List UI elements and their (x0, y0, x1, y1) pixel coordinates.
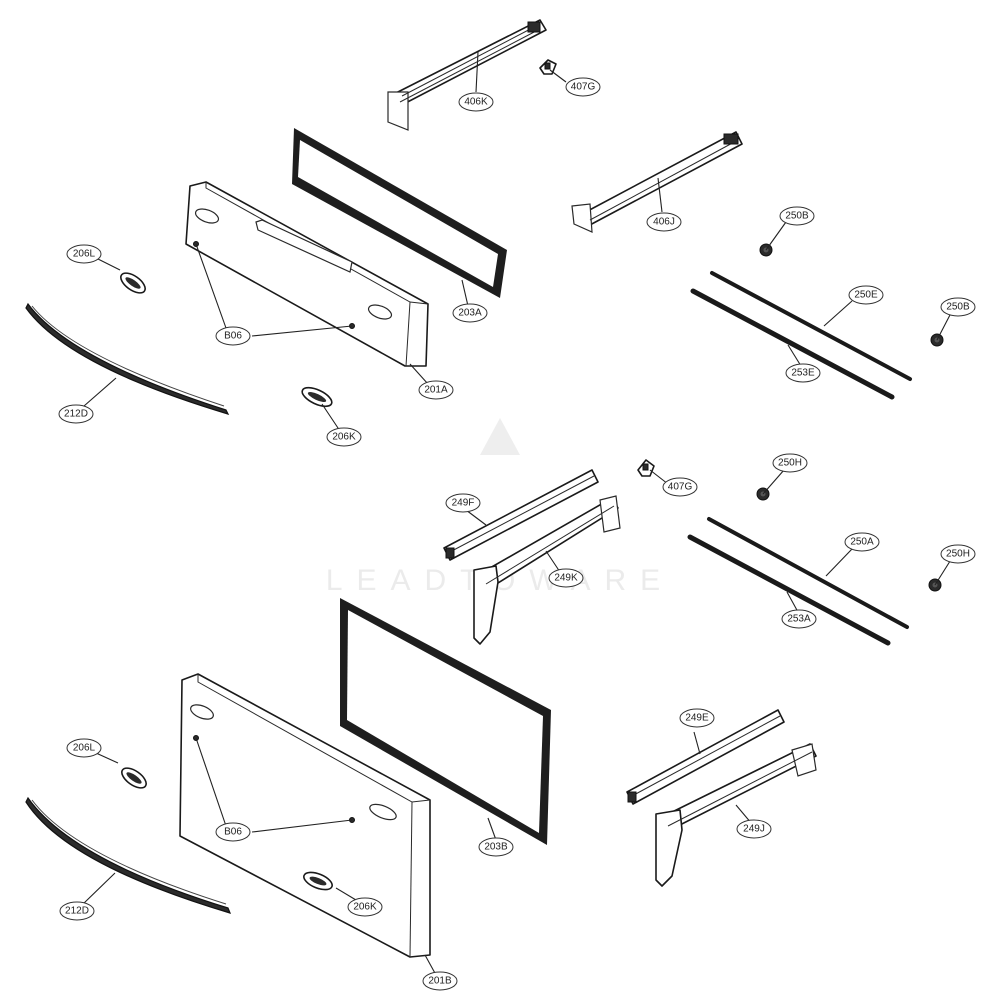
callout-B06-top: B06 (215, 326, 251, 346)
callout-406K: 406K (458, 92, 494, 112)
svg-text:206K: 206K (353, 902, 377, 913)
part-253E-rail (690, 288, 895, 400)
callout-203A: 203A (452, 303, 488, 323)
callout-206L-bottom: 206L (66, 738, 102, 758)
callout-249E: 249E (679, 708, 715, 728)
part-212D-handle-bottom (25, 796, 232, 914)
svg-text:212D: 212D (64, 409, 88, 420)
part-406K-rail (387, 19, 547, 131)
svg-text:253E: 253E (791, 368, 815, 379)
part-249K-bracket (473, 495, 621, 645)
svg-text:249J: 249J (743, 824, 765, 835)
svg-text:250A: 250A (850, 537, 874, 548)
svg-text:203B: 203B (484, 842, 508, 853)
svg-text:250E: 250E (854, 290, 878, 301)
svg-text:249K: 249K (554, 573, 578, 584)
svg-text:250H: 250H (946, 549, 970, 560)
callout-206K-bottom: 206K (347, 897, 383, 917)
svg-text:206L: 206L (73, 743, 96, 754)
callout-250A: 250A (844, 532, 880, 552)
svg-text:206K: 206K (332, 432, 356, 443)
callout-250B-top: 250B (779, 206, 815, 226)
part-206K-trim (301, 386, 333, 408)
callout-212D-bottom: 212D (59, 901, 95, 921)
svg-text:249E: 249E (685, 713, 709, 724)
callout-206L-top: 206L (66, 244, 102, 264)
svg-text:206L: 206L (73, 249, 96, 260)
callout-B06-bottom: B06 (215, 822, 251, 842)
svg-text:201A: 201A (424, 385, 448, 396)
svg-text:250H: 250H (778, 458, 802, 469)
callout-206K-top: 206K (326, 427, 362, 447)
part-203A-gasket (292, 128, 507, 298)
part-201A-drawer-front (185, 181, 429, 367)
part-249F-rail (443, 469, 599, 561)
callout-407G-mid: 407G (662, 477, 698, 497)
callout-201A: 201A (418, 380, 454, 400)
part-212D-handle (25, 302, 230, 415)
part-206L-trim (120, 272, 146, 294)
svg-text:250B: 250B (785, 211, 809, 222)
part-250E-rod (710, 271, 912, 381)
svg-text:406K: 406K (464, 97, 488, 108)
callout-201B: 201B (422, 971, 458, 991)
svg-text:407G: 407G (668, 482, 693, 493)
callout-407G-top: 407G (565, 77, 601, 97)
svg-text:B06: B06 (224, 827, 242, 838)
callout-250H-top: 250H (772, 453, 808, 473)
svg-text:253A: 253A (787, 614, 811, 625)
callout-212D-top: 212D (58, 404, 94, 424)
part-249J-bracket (655, 743, 817, 887)
svg-text:203A: 203A (458, 308, 482, 319)
part-407G-clip (539, 59, 557, 75)
callout-250H-right: 250H (940, 544, 976, 564)
svg-text:212D: 212D (65, 906, 89, 917)
callout-253A: 253A (781, 609, 817, 629)
callout-406J: 406J (646, 212, 682, 232)
part-407G-clip-mid (637, 459, 655, 477)
callout-250B-right: 250B (940, 297, 976, 317)
svg-text:B06: B06 (224, 331, 242, 342)
callout-249K: 249K (548, 568, 584, 588)
callout-203B: 203B (478, 837, 514, 857)
part-203B-gasket (340, 598, 551, 845)
part-253A-rail (687, 534, 891, 646)
part-206L-trim-bottom (121, 767, 147, 789)
leader-lines (81, 51, 953, 976)
svg-text:249F: 249F (452, 498, 475, 509)
callout-249J: 249J (736, 819, 772, 839)
callout-250E: 250E (848, 285, 884, 305)
svg-text:201B: 201B (428, 976, 452, 987)
part-250A-rod (707, 517, 909, 629)
callout-253E: 253E (785, 363, 821, 383)
part-249E-rail (626, 709, 785, 805)
callout-249F: 249F (445, 493, 481, 513)
svg-text:407G: 407G (571, 82, 596, 93)
part-406J-rail (571, 131, 743, 233)
svg-text:406J: 406J (653, 217, 675, 228)
svg-text:250B: 250B (946, 302, 970, 313)
